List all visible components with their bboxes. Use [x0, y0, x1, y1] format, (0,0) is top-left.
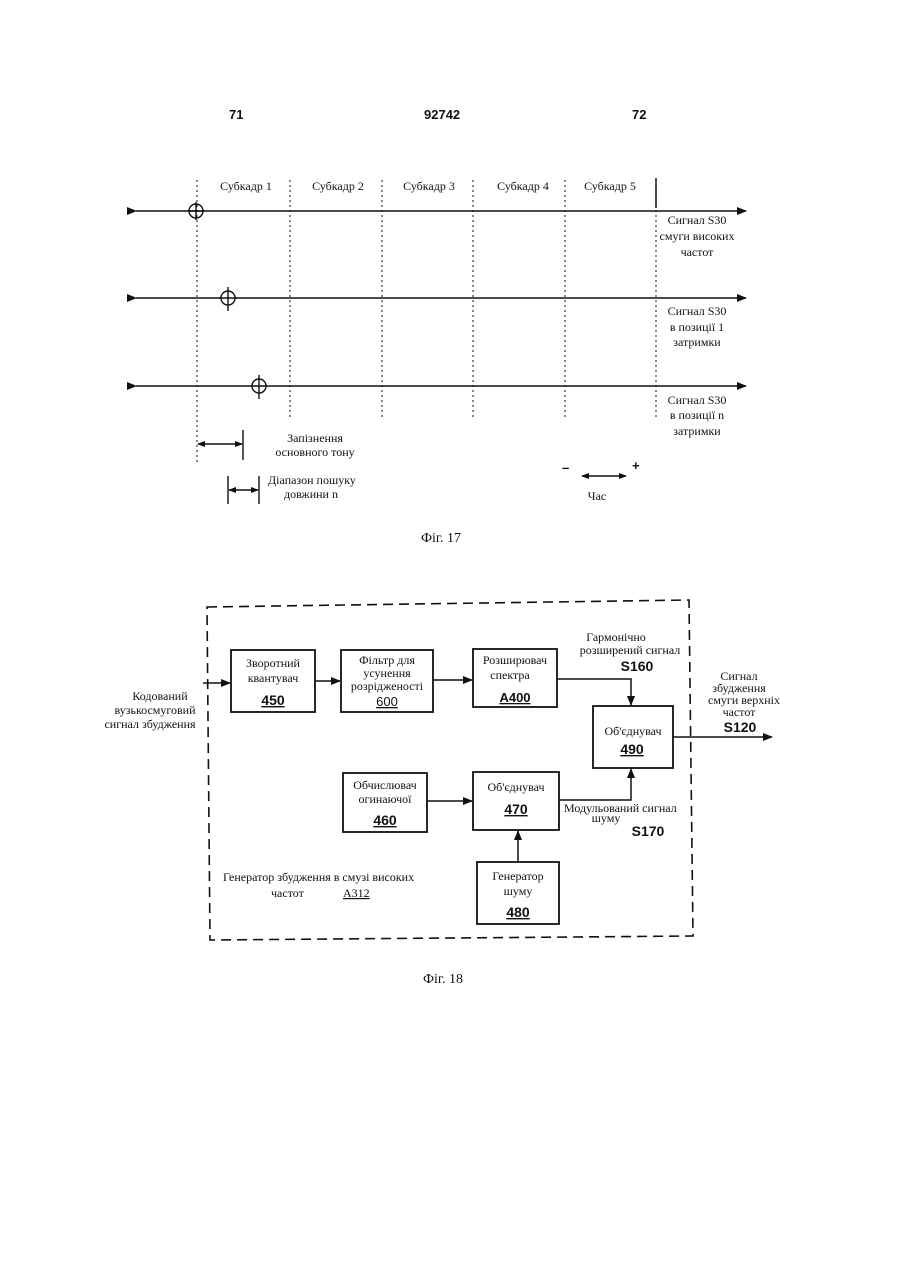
svg-text:Генератор: Генератор	[492, 869, 543, 883]
svg-text:огинаючої: огинаючої	[359, 792, 413, 806]
svg-text:Об'єднувач: Об'єднувач	[605, 724, 662, 738]
pitch-lag-bracket	[198, 430, 243, 460]
subframe-label-3: Субкадр 3	[403, 179, 455, 193]
pitch-lag-label-1: Запізнення	[287, 431, 343, 445]
signal-label-lag1-1: Сигнал S30	[668, 304, 727, 318]
search-range-label-2: довжини n	[284, 487, 338, 501]
signal-label-lag1-2: в позиції 1	[670, 320, 724, 334]
pitch-lag-label-2: основного тону	[275, 445, 354, 459]
modulated-label-2: шуму	[592, 811, 621, 825]
generator-id: A312	[343, 886, 370, 900]
figure-17-caption: Фіг. 17	[421, 531, 461, 546]
signal-label-lagn-2: в позиції n	[670, 408, 724, 422]
signal-label-highband-1: Сигнал S30	[668, 213, 727, 227]
svg-text:розрідженості: розрідженості	[351, 679, 424, 693]
svg-text:Обчислювач: Обчислювач	[353, 778, 416, 792]
generator-label-1: Генератор збудження в смузі високих	[223, 870, 414, 884]
subframe-label-4: Субкадр 4	[497, 179, 549, 193]
harmonic-signal-id: S160	[621, 658, 654, 674]
time-plus-sign: +	[632, 458, 640, 473]
signal-label-lagn-3: затримки	[673, 424, 721, 438]
search-range-label-1: Діапазон пошуку	[268, 473, 356, 487]
modulated-signal-id: S170	[632, 823, 665, 839]
harmonic-label-1: Гармонічно	[586, 630, 646, 644]
block-id-450: 450	[261, 692, 285, 708]
svg-text:квантувач: квантувач	[248, 671, 299, 685]
time-minus-sign: –	[562, 460, 569, 475]
generator-label-2: частот	[271, 886, 305, 900]
svg-text:Зворотний: Зворотний	[246, 656, 301, 670]
modulated-label-1: Модульований сигнал	[564, 801, 677, 815]
block-id-A400: A400	[499, 690, 530, 705]
svg-text:Фільтр для: Фільтр для	[359, 653, 415, 667]
signal-label-lag1-3: затримки	[673, 335, 721, 349]
signal-label-highband-2: смуги високих	[660, 229, 735, 243]
input-label-2: вузькосмуговий	[114, 703, 196, 717]
signal-label-lagn-1: Сигнал S30	[668, 393, 727, 407]
block-id-480: 480	[506, 904, 530, 920]
harmonic-label-2: розширений сигнал	[580, 643, 681, 657]
signal-label-highband-3: частот	[681, 245, 715, 259]
input-label-1: Кодований	[132, 689, 188, 703]
block-id-490: 490	[620, 741, 644, 757]
pulse-markers	[187, 202, 266, 399]
output-signal-id: S120	[724, 719, 757, 735]
subframe-boundaries	[197, 180, 656, 462]
svg-text:Об'єднувач: Об'єднувач	[488, 780, 545, 794]
figure-18-caption: Фіг. 18	[423, 972, 463, 987]
search-range-bracket	[228, 476, 259, 504]
input-label-3: сигнал збудження	[104, 717, 196, 731]
block-id-470: 470	[504, 801, 528, 817]
figure-18: Кодований вузькосмуговий сигнал збудженн…	[104, 600, 780, 987]
block-id-460: 460	[373, 812, 397, 828]
subframe-label-2: Субкадр 2	[312, 179, 364, 193]
output-label-4: частот	[723, 705, 757, 719]
signal-labels: Сигнал S30 смуги високих частот Сигнал S…	[660, 213, 735, 438]
time-label: Час	[588, 489, 606, 503]
svg-text:Розширювач: Розширювач	[483, 653, 547, 667]
svg-text:спектра: спектра	[490, 668, 530, 682]
block-id-600: 600	[376, 694, 398, 709]
svg-text:шуму: шуму	[504, 884, 533, 898]
subframe-label-1: Субкадр 1	[220, 179, 272, 193]
figure-17: Субкадр 1 Субкадр 2 Субкадр 3 Субкадр 4 …	[136, 178, 746, 546]
svg-text:усунення: усунення	[363, 666, 411, 680]
subframe-label-5: Субкадр 5	[584, 179, 636, 193]
